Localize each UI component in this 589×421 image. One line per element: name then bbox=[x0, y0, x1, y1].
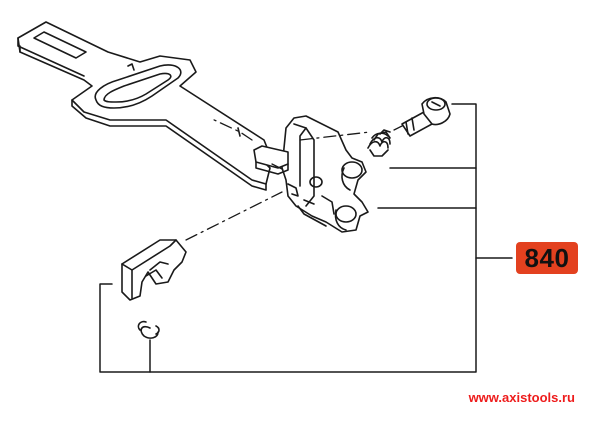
part-number-label: 840 bbox=[524, 242, 570, 273]
retaining-clip-part bbox=[137, 320, 160, 339]
slider-block-part bbox=[121, 239, 187, 301]
part-number-badge: 840 bbox=[516, 242, 578, 274]
slotted-bracket-part bbox=[17, 21, 271, 191]
spring-part bbox=[367, 129, 391, 157]
assembly-lines bbox=[185, 117, 403, 241]
site-watermark[interactable]: www.axistools.ru bbox=[468, 390, 575, 405]
screw-part bbox=[401, 96, 451, 137]
leader-lines bbox=[99, 103, 513, 373]
slider-housing-part bbox=[253, 115, 369, 233]
